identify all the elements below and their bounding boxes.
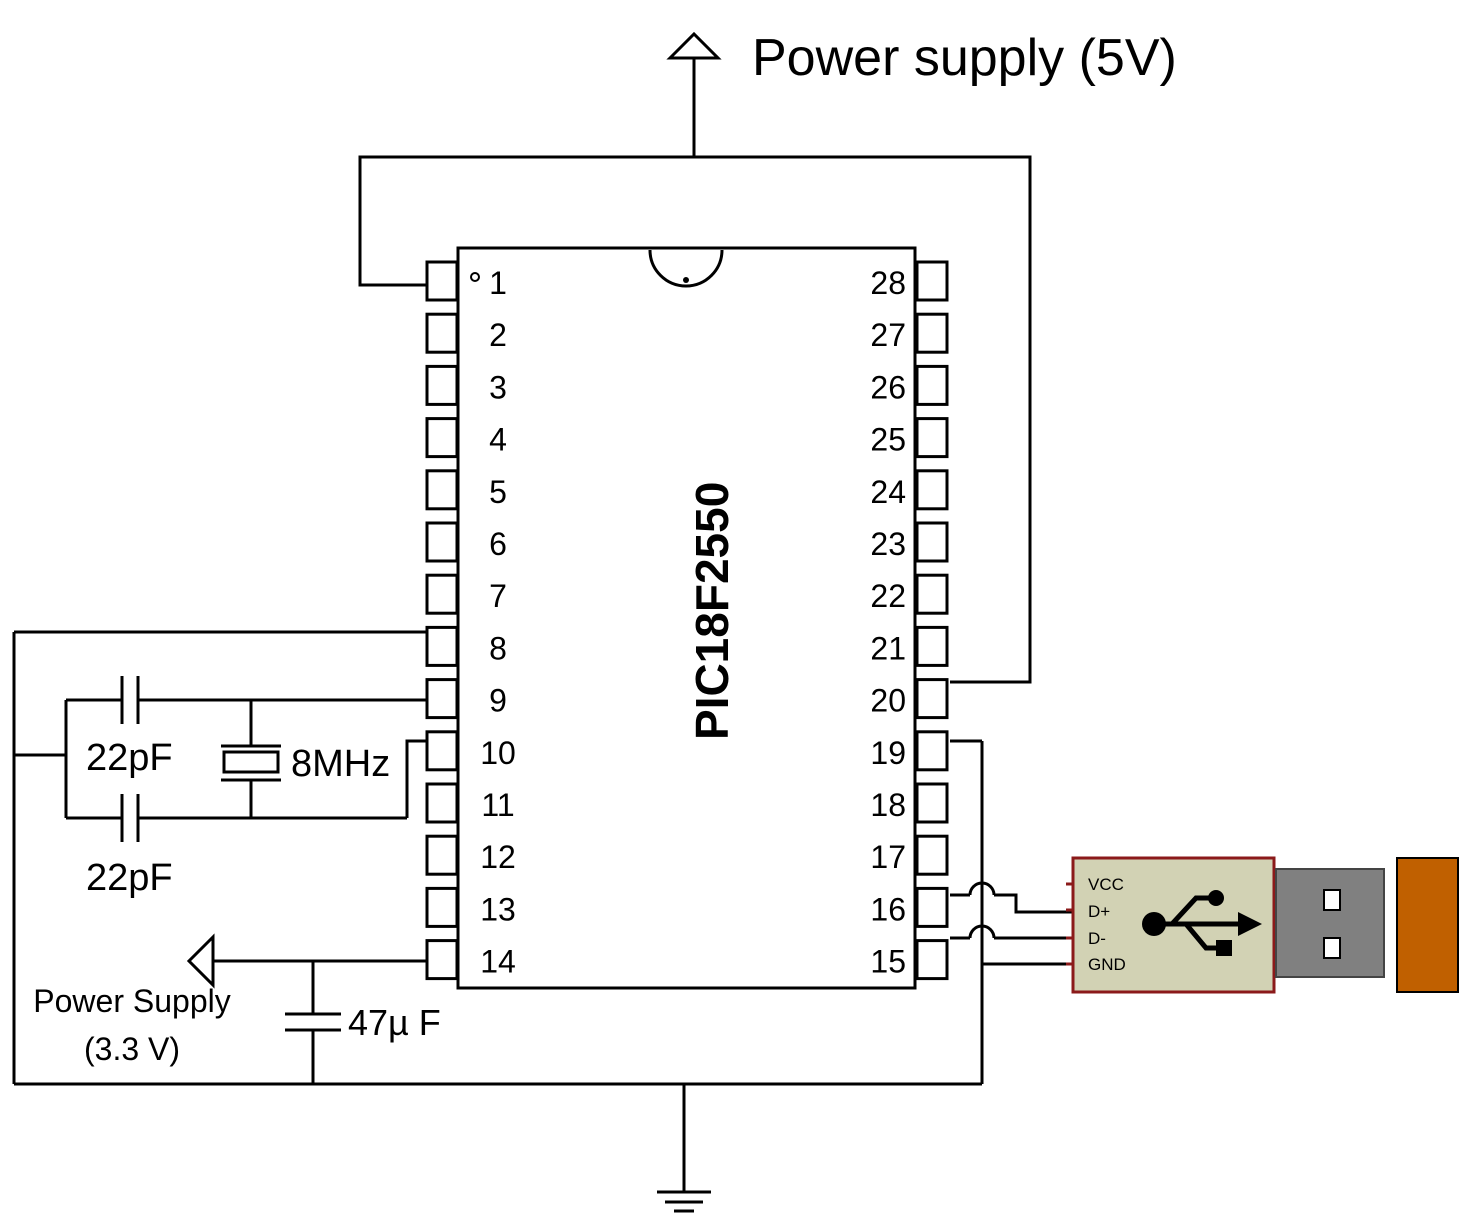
- pin-right-24: [915, 469, 949, 511]
- usb-pin-vcc: VCC: [1088, 875, 1124, 894]
- pin-label-6: 6: [489, 526, 507, 562]
- pin-label-13: 13: [480, 891, 516, 927]
- usb-cable-cap: [1396, 857, 1459, 993]
- power-supply-3v3-line2: (3.3 V): [84, 1031, 180, 1067]
- crystal-label: 8MHz: [291, 743, 390, 785]
- ground-icon: [657, 1190, 711, 1213]
- pin-label-9: 9: [489, 683, 507, 719]
- pin-label-15: 15: [870, 944, 906, 980]
- pic-chip: PIC18F2550: [456, 246, 917, 990]
- pin-label-8: 8: [489, 630, 507, 666]
- pin-left-11: [425, 782, 459, 824]
- capacitor-22pf-bottom: [120, 794, 140, 842]
- cap-47uf-label: 47µ F: [348, 1002, 441, 1043]
- net-5v: [358, 155, 1032, 684]
- cap-bottom-label: 22pF: [86, 857, 173, 899]
- pin-label-21: 21: [870, 630, 906, 666]
- pin-label-16: 16: [870, 891, 906, 927]
- pin-right-25: [915, 417, 949, 459]
- pin-label-5: 5: [489, 474, 507, 510]
- pin-label-26: 26: [870, 369, 906, 405]
- pin-right-19: [915, 730, 949, 772]
- pins-right-group: 28 27 26 25 24 23 22 21 20 19 18 17 16 15: [870, 260, 949, 981]
- ground-net: [14, 739, 984, 1192]
- pin-label-23: 23: [870, 526, 906, 562]
- pin-label-7: 7: [489, 578, 507, 614]
- pin-label-25: 25: [870, 422, 906, 458]
- pin-label-19: 19: [870, 735, 906, 771]
- pin-left-6: [425, 521, 459, 563]
- cap-top-label: 22pF: [86, 737, 173, 779]
- pin-label-3: 3: [489, 369, 507, 405]
- pin-left-9: [425, 678, 459, 720]
- pin-right-28: [915, 260, 949, 302]
- pin-left-14: [425, 939, 459, 981]
- pin-label-20: 20: [870, 683, 906, 719]
- pin-left-8: [425, 625, 459, 667]
- pin-label-17: 17: [870, 839, 906, 875]
- pin-right-20: [915, 678, 949, 720]
- pin-label-11: 11: [481, 787, 514, 823]
- capacitor-47uf: [285, 1012, 341, 1032]
- vcc-3v3-symbol: [186, 933, 215, 989]
- pin-right-15: [915, 939, 949, 981]
- usb-pin-dminus: D-: [1088, 929, 1106, 948]
- capacitor-22pf-top: [120, 676, 140, 724]
- pin-label-10: 10: [480, 735, 516, 771]
- chip-body: [456, 246, 917, 990]
- usb-pin-gnd: GND: [1088, 955, 1126, 974]
- pin-left-2: [425, 312, 459, 354]
- pin-right-27: [915, 312, 949, 354]
- pin-label-1: 1: [489, 265, 507, 301]
- pin-left-4: [425, 417, 459, 459]
- usb-plug-window-bottom: [1323, 937, 1341, 959]
- power-supply-3v3-line1: Power Supply: [33, 983, 230, 1019]
- chip-notch-dot: [683, 277, 689, 283]
- usb-plug-window-top: [1323, 889, 1341, 911]
- pin-left-13: [425, 886, 459, 928]
- oscillator-circuit: [12, 630, 427, 1084]
- power-supply-5v-label: Power supply (5V): [752, 29, 1177, 87]
- chip-notch: [648, 249, 724, 288]
- pin-label-4: 4: [489, 422, 507, 458]
- pin-right-21: [915, 625, 949, 667]
- pin-label-24: 24: [870, 474, 906, 510]
- pin-right-22: [915, 573, 949, 615]
- pin-label-12: 12: [480, 839, 516, 875]
- pin-label-22: 22: [870, 578, 906, 614]
- pin-label-28: 28: [870, 265, 906, 301]
- pin-right-26: [915, 364, 949, 406]
- chip-part-label: PIC18F2550: [686, 482, 738, 740]
- usb-connector: VCC D+ D- GND: [1066, 856, 1459, 994]
- pin-label-14: 14: [480, 944, 516, 980]
- pin-left-1: [425, 260, 459, 302]
- pin-label-2: 2: [489, 317, 507, 353]
- pin-left-5: [425, 469, 459, 511]
- usb-plug: [1275, 868, 1385, 978]
- pin-label-18: 18: [870, 787, 906, 823]
- vcc-5v-symbol: [666, 31, 722, 157]
- pin-right-23: [915, 521, 949, 563]
- supply-3v3-circuit: [186, 933, 427, 1084]
- pin-label-27: 27: [870, 317, 906, 353]
- pin-right-18: [915, 782, 949, 824]
- pin-left-10: [425, 730, 459, 772]
- crystal-8mhz: [221, 744, 281, 782]
- usb-data-wires: [950, 881, 1072, 966]
- usb-logo-icon: [1142, 890, 1262, 956]
- pin-left-12: [425, 834, 459, 876]
- usb-pin-dplus: D+: [1088, 902, 1110, 921]
- pin-right-17: [915, 834, 949, 876]
- pin-left-7: [425, 573, 459, 615]
- pin1-marker: [470, 272, 480, 282]
- pin-left-3: [425, 364, 459, 406]
- pin-right-16: [915, 886, 949, 928]
